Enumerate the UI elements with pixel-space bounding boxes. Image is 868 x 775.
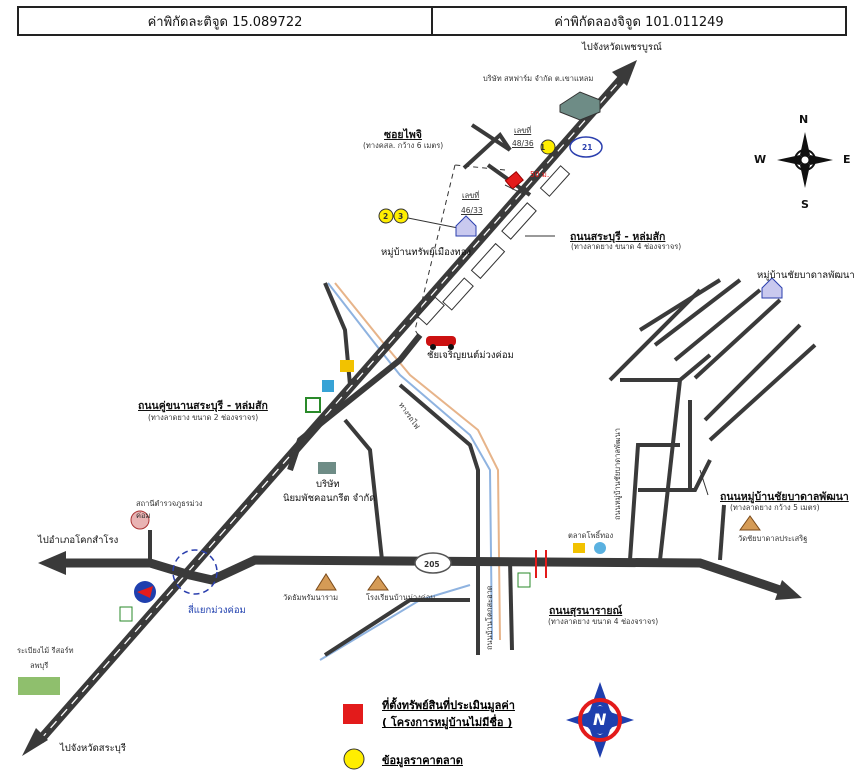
dashed-boundary — [414, 164, 456, 339]
legend-property-symbol — [343, 704, 363, 724]
compass-w-label: W — [754, 153, 767, 166]
shop-icon — [340, 360, 354, 372]
village-road-vertical-label: ถนนหมู่บ้านชัยบาดาลพัฒนา — [613, 428, 622, 520]
company-top-label: บริษัท สหฟาร์ม จำกัด ต.เขาแหลม — [483, 74, 594, 83]
village-right-label: หมู่บ้านชัยบาดาลพัฒนา — [757, 270, 855, 281]
parallel-road — [287, 333, 423, 471]
company-mid-label-2: นิยมพัชคอนกรีต จำกัด — [283, 493, 376, 504]
parallel-road-sub-label: (ทางลาดยาง ขนาด 2 ช่องจราจร) — [148, 413, 259, 422]
arrow-to-phetchabun-icon — [612, 60, 637, 86]
compass-s-label: S — [801, 198, 809, 211]
side-roads — [148, 123, 817, 657]
temple-icon — [315, 573, 337, 591]
village-label: หมู่บ้านทรัพย์เมืองทอง — [381, 247, 472, 258]
distance-label: 50 ม. — [530, 170, 550, 179]
car-shop-label: ชัยเจริญยนต์ม่วงค่อม — [427, 350, 514, 361]
company-icon — [318, 462, 336, 474]
compass-n-label: N — [799, 113, 809, 126]
compass-e-label: E — [843, 153, 851, 166]
compass-rose-icon — [777, 132, 833, 188]
village-icon — [455, 215, 783, 299]
house-no-2-title: เลขที่ — [462, 191, 480, 200]
arrow-to-kokslong-icon — [38, 551, 66, 575]
route-21-sign — [569, 136, 603, 158]
road-chaibadan-label: ถนนหมู่บ้านชัยบาดาลพัฒนา — [720, 491, 849, 503]
marker-1-label: 1 — [540, 143, 546, 152]
route-205-sign — [414, 552, 452, 574]
route-205-label: 205 — [424, 560, 440, 569]
to-kokslong-label: ไปอำเภอโคกสำโรง — [38, 535, 119, 546]
temple-right-icon — [739, 515, 761, 531]
road-205-vertical-label: ถนนบ้านโคกสะอาด — [485, 585, 494, 650]
car-shop-icon — [426, 336, 456, 350]
soi-sub-label: (ทางคสล. กว้าง 6 เมตร) — [363, 141, 444, 150]
farm-building-icon — [559, 91, 601, 121]
pt-gas-icon — [119, 606, 133, 622]
house-no-1-title: เลขที่ — [514, 126, 532, 135]
to-phetchabun-label: ไปจังหวัดเพชรบูรณ์ — [582, 42, 662, 53]
row-houses — [417, 165, 571, 326]
road-saraburi-label: ถนนสระบุรี - หล่มสัก — [570, 231, 666, 243]
road-saraburi-sub-label: (ทางลาดยาง ขนาด 4 ช่องจราจร) — [571, 242, 682, 251]
marker-3-label: 3 — [398, 212, 404, 221]
soi-label: ซอยไพจิ — [384, 129, 422, 141]
school-label: โรงเรียนบ้านม่วงค่อม — [366, 593, 436, 602]
to-saraburi-label: ไปจังหวัดสระบุรี — [60, 743, 126, 754]
resort-label: ระเบียงไม้ รีสอร์ท — [17, 646, 74, 655]
arrow-to-saraburi-icon — [22, 728, 48, 756]
market-icon — [573, 543, 585, 553]
longitude-cell: ค่าพิกัดลองจิจูด 101.011249 — [431, 8, 845, 34]
road-suranarai-sub-label: (ทางลาดยาง ขนาด 4 ช่องจราจร) — [548, 617, 659, 626]
road-suranarai-label: ถนนสุรนารายณ์ — [549, 605, 623, 617]
convenience-store-icon — [305, 397, 321, 413]
house-no-2: 46/33 — [461, 206, 483, 215]
parallel-road-label: ถนนคู่ขนานสระบุรี - หล่มสัก — [138, 400, 268, 412]
market-data-markers — [378, 139, 556, 229]
bridge-icon — [535, 550, 547, 578]
gas-station-icon — [322, 380, 334, 392]
resort-icon — [18, 677, 60, 695]
school-icon — [367, 575, 389, 591]
temple-right-label: วัดชัยบาดาลประเสริฐ — [738, 534, 808, 543]
marker-2-label: 2 — [383, 212, 389, 221]
main-diagonal-road — [22, 60, 637, 756]
muangkhom-intersection — [172, 549, 218, 595]
market-logo-icon — [594, 542, 606, 554]
latitude-cell: ค่าพิกัดละติจูด 15.089722 — [147, 14, 303, 30]
resort-label-2: ลพบุรี — [30, 661, 49, 670]
coordinates-header: ค่าพิกัดละติจูด 15.089722 ค่าพิกัดลองจิจ… — [17, 6, 847, 36]
arrow-east-icon — [775, 580, 802, 600]
police-label: สถานีตำรวจภูธรม่วงค่อม — [136, 499, 203, 520]
road-chaibadan-sub-label: (ทางลาดยาง กว้าง 5 เมตร) — [730, 503, 820, 512]
legend-market-symbol — [343, 748, 365, 770]
legend-property-label-2: ( โครงการหมู่บ้านไม่มีชื่อ ) — [382, 716, 513, 729]
legend-market-label: ข้อมูลราคาตลาด — [382, 754, 463, 767]
house-no-1: 48/36 — [512, 139, 534, 148]
market-label: ตลาดโพธิ์ทอง — [568, 531, 614, 540]
legend-property-label: ที่ตั้งทรัพย์สินที่ประเมินมูลค่า — [382, 699, 515, 712]
north-arrow-icon — [566, 682, 634, 758]
company-mid-label: บริษัท — [316, 479, 340, 490]
property-location-marker — [504, 170, 524, 190]
route-21-label: 21 — [582, 143, 593, 152]
intersection-label: สี่แยกม่วงค่อม — [188, 605, 246, 616]
north-arrow-label: N — [593, 710, 607, 729]
pt-gas-icon-2 — [517, 572, 531, 588]
temple-label: วัดธัมพรัมนาราม — [283, 593, 339, 602]
police-station-icon — [130, 510, 150, 530]
